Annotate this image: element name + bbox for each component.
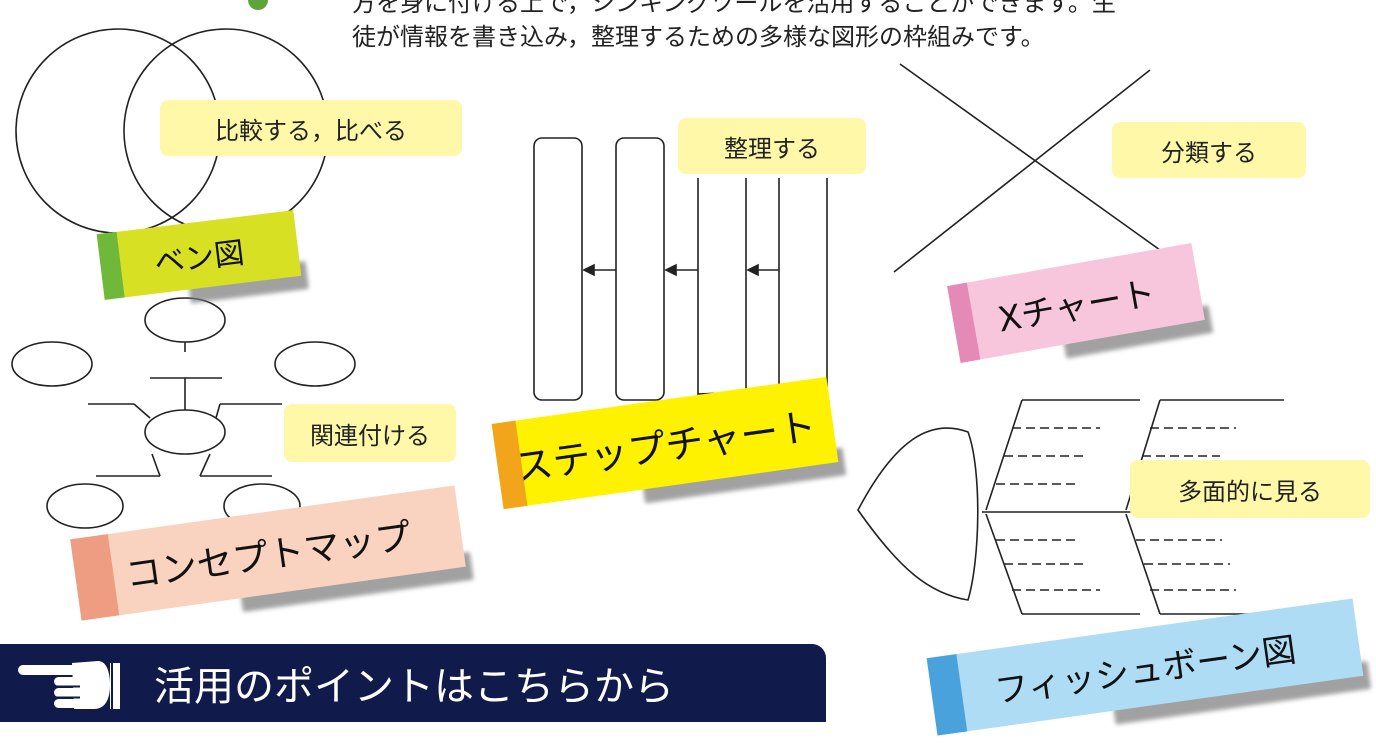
intro-text: 方を身に付ける上で，シンキングツールを活用することができます。生 徒が情報を書き… (352, 0, 1376, 54)
usage-points-link-button[interactable]: 活用のポイントはこちらから (0, 644, 826, 722)
fishbone-diagram-icon (857, 399, 1284, 615)
bullet-dot-icon (248, 0, 268, 10)
verb-label-compare: 比較する，比べる (160, 100, 462, 156)
intro-line-2: 徒が情報を書き込み，整理するための多様な図形の枠組みです。 (352, 23, 1045, 51)
step-chart-icon (533, 137, 828, 401)
verb-label-organize: 整理する (678, 118, 866, 174)
x-chart-icon (893, 63, 1161, 273)
thinking-tool-diagrams (11, 28, 1284, 615)
pointing-hand-icon (18, 661, 120, 709)
intro-line-1: 方を身に付ける上で，シンキングツールを活用することができます。生 (352, 0, 1116, 17)
verb-label-relate: 関連付ける (284, 404, 456, 462)
usage-points-label: 活用のポイントはこちらから (154, 664, 674, 710)
verb-label-multiview: 多面的に見る (1130, 460, 1370, 518)
verb-label-classify: 分類する (1112, 122, 1306, 178)
